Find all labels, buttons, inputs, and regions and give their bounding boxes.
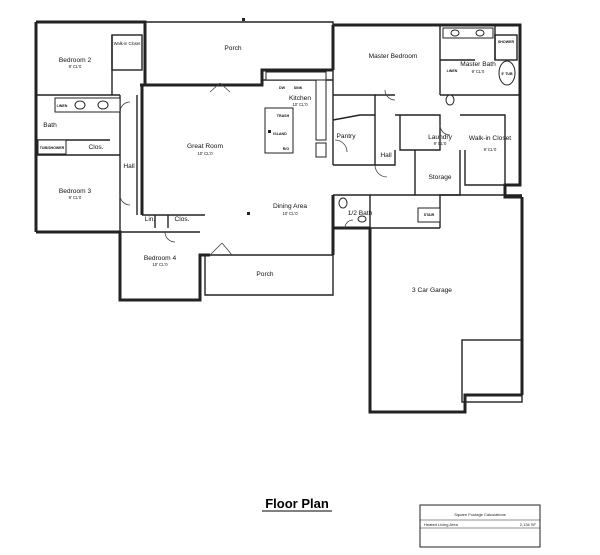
great-room-dims: 10' CL'0 [197, 151, 213, 156]
bath-label: Bath [43, 122, 57, 129]
dining-area-label: Dining Area [273, 203, 307, 210]
walkin-closet-2-dims: 9' CL'0 [484, 147, 497, 152]
page-title: Floor Plan [265, 496, 329, 511]
garage-label: 3 Car Garage [412, 287, 452, 294]
master-bedroom-label: Master Bedroom [369, 53, 418, 60]
trash-label: TRASH [277, 114, 290, 118]
fixtures [37, 18, 516, 223]
bedroom4-label: Bedroom 4 [144, 255, 177, 262]
room-labels: Bedroom 2 9' CL'0 Walk-in Closet Porch M… [40, 40, 515, 294]
sink-label: SINK [294, 86, 303, 90]
bedroom2-dims: 9' CL'0 [69, 64, 82, 69]
title-block-row-value: 2,134 SF [520, 522, 537, 527]
title-block-heading: Square Footage Calculations [454, 512, 506, 517]
tub-label: 5' TUB [501, 72, 513, 76]
linen-master-label: LINEN [447, 69, 458, 73]
tub-shower-label: TUB/SHOWER [40, 146, 65, 150]
island-label: ISLAND [273, 132, 287, 136]
walkin-closet-2-label: Walk-in Closet [469, 135, 511, 142]
bedroom3-dims: 9' CL'0 [69, 195, 82, 200]
half-bath-label: 1/2 Bath [348, 210, 373, 217]
great-room-label: Great Room [187, 143, 223, 150]
dw-label: DW [279, 86, 286, 90]
bedroom4-dims: 10' CL'0 [152, 262, 168, 267]
door-swings [119, 82, 451, 256]
stair-label: STAIR [424, 213, 435, 217]
lin-label: Lin. [145, 216, 156, 223]
dining-area-dims: 10' CL'0 [282, 211, 298, 216]
pantry-label: Pantry [336, 133, 356, 140]
kitchen-dims: 10' CL'0 [292, 102, 308, 107]
clos-2-label: Clos. [174, 216, 189, 223]
walkin-closet-1-label: Walk-in Closet [114, 41, 142, 46]
storage-label: Storage [428, 174, 451, 181]
kitchen-label: Kitchen [289, 95, 311, 102]
interior-walls [36, 25, 523, 403]
porch-top-label: Porch [224, 45, 242, 52]
porch-bottom-label: Porch [256, 271, 274, 278]
range-label: R/O [283, 147, 290, 151]
title-block: Square Footage Calculations Heated Livin… [419, 504, 541, 548]
shower-label: SHOWER [498, 40, 515, 44]
master-bath-dims: 9' CL'0 [472, 69, 485, 74]
master-bath-label: Master Bath [460, 61, 496, 68]
clos-1-label: Clos. [88, 144, 103, 151]
bedroom2-label: Bedroom 2 [59, 57, 92, 64]
linen-bath-label: LINEN [57, 104, 68, 108]
laundry-dims: 9' CL'0 [434, 141, 447, 146]
title-block-row-label: Heated Living Area [424, 522, 459, 527]
laundry-label: Laundry [428, 134, 453, 141]
hall-1-label: Hall [123, 163, 135, 170]
bedroom3-label: Bedroom 3 [59, 188, 92, 195]
hall-2-label: Hall [380, 152, 392, 159]
